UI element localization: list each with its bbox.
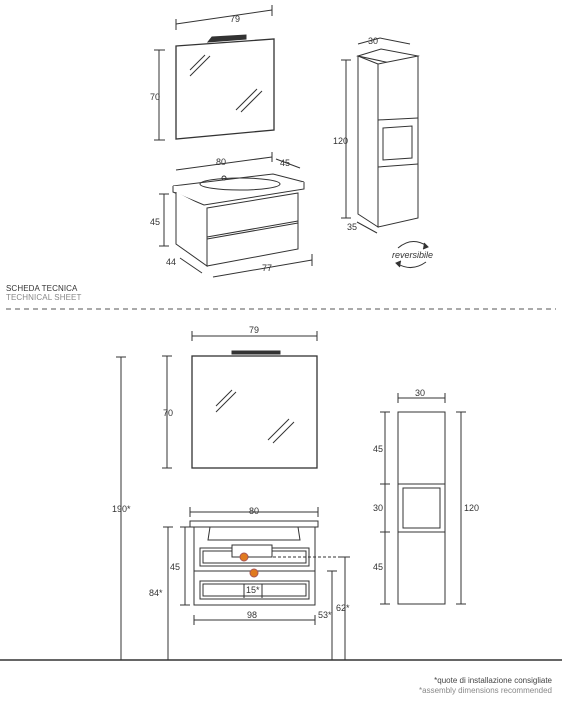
dim-col-width: 30 <box>415 388 425 398</box>
footnote-it: *quote di installazione consigliate <box>434 676 552 685</box>
mirror-front <box>162 331 318 469</box>
dim-col-seg-top: 45 <box>373 444 383 454</box>
dim-col-total: 120 <box>464 503 479 513</box>
dim-front-mirror-height: 70 <box>163 408 173 418</box>
dim-vanity-side: 44 <box>166 257 176 267</box>
dim-vanity-bottom: 77 <box>262 263 272 273</box>
dim-drawer-gap: 15* <box>246 585 260 595</box>
dim-drawer-height: 45 <box>170 562 180 572</box>
dim-right-62: 62* <box>336 603 350 613</box>
dim-column-width: 30 <box>368 36 378 46</box>
dim-column-height: 120 <box>333 136 348 146</box>
section-title-it: SCHEDA TECNICA <box>6 284 78 293</box>
mirror-lamp-icon <box>206 34 247 43</box>
vanity-front <box>163 507 350 660</box>
drain-marker <box>239 552 249 562</box>
reversible-label: reversibile <box>392 250 433 260</box>
dim-floor-top: 84* <box>149 588 163 598</box>
dim-base-width: 98 <box>247 610 257 620</box>
section-title-en: TECHNICAL SHEET <box>6 293 82 302</box>
dim-mirror-height: 70 <box>150 92 160 102</box>
vanity-iso <box>159 152 313 278</box>
footnote: *quote di installazione consigliate *ass… <box>419 676 552 696</box>
dim-column-depth: 35 <box>347 222 357 232</box>
dim-vanity-height: 45 <box>150 217 160 227</box>
dim-top-width: 80 <box>249 506 259 516</box>
column-iso <box>341 37 429 268</box>
section-title: SCHEDA TECNICA TECHNICAL SHEET <box>6 284 81 302</box>
column-front <box>380 393 466 605</box>
dim-total-height: 190* <box>112 504 131 514</box>
dim-col-seg-mid: 30 <box>373 503 383 513</box>
dim-front-mirror-width: 79 <box>249 325 259 335</box>
reversible-arrows-icon <box>397 241 428 249</box>
dim-vanity-depth: 45 <box>280 158 290 168</box>
dim-col-seg-bot: 45 <box>373 562 383 572</box>
dim-vanity-width: 80 <box>216 157 226 167</box>
mirror-iso <box>154 5 275 141</box>
dimension-labels: 79 70 80 45 45 44 77 30 120 35 reversibi… <box>112 14 479 620</box>
footnote-en: *assembly dimensions recommended <box>419 686 552 695</box>
dim-right-53: 53* <box>318 610 332 620</box>
dim-mirror-width: 79 <box>230 14 240 24</box>
inlet-marker <box>249 568 259 578</box>
